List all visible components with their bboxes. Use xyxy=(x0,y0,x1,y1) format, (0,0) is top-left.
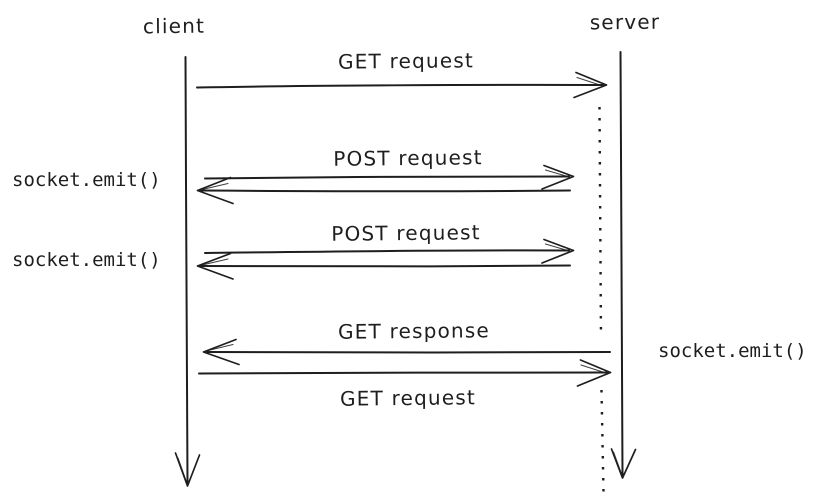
arrow-get-request-top xyxy=(196,71,608,99)
server-wait-dotted-line xyxy=(598,106,605,493)
arrow-get-request-bottom-arrowhead-sketch xyxy=(580,364,609,375)
server-lifeline xyxy=(610,51,637,479)
actor-label-client: client xyxy=(142,13,206,39)
arrow-post-1-return-arrowhead-sketch xyxy=(199,182,229,191)
arrow-post-2-forward-arrowhead-icon xyxy=(541,238,575,264)
annotation-socket-emit-right: socket.emit() xyxy=(658,340,807,362)
message-label-get-request-bottom: GET request xyxy=(339,385,477,411)
arrow-post-2-return-arrowhead-icon xyxy=(196,252,234,280)
message-label-get-request-top: GET request xyxy=(337,48,475,74)
arrow-post-request-1 xyxy=(196,164,575,205)
arrow-get-request-top-arrowhead-sketch xyxy=(576,76,604,87)
annotation-socket-emit-left-2: socket.emit() xyxy=(12,249,161,271)
annotation-socket-emit-left-1: socket.emit() xyxy=(12,169,161,191)
arrow-post-1-forward-line xyxy=(204,175,570,180)
client-lifeline-arrowhead-sketch xyxy=(177,457,188,483)
arrow-post-1-return-line xyxy=(200,189,571,193)
arrow-post-2-forward-arrowhead-sketch xyxy=(544,243,572,253)
arrow-get-request-bottom-arrowhead-icon xyxy=(576,359,612,387)
arrow-post-2-return-arrowhead-sketch xyxy=(199,258,229,267)
actor-label-server: server xyxy=(589,9,661,35)
arrow-post-1-forward-arrowhead-icon xyxy=(541,164,575,190)
arrow-get-request-top-arrowhead-icon xyxy=(573,71,608,99)
dotted-line-top-segment xyxy=(598,106,603,339)
arrow-get-request-bottom-line xyxy=(198,371,608,375)
arrow-get-request-top-line xyxy=(196,83,606,89)
arrow-get-response-arrowhead-sketch xyxy=(205,343,234,352)
message-label-post-request-1: POST request xyxy=(333,145,483,171)
arrow-get-response xyxy=(202,338,611,366)
message-label-get-response: GET response xyxy=(337,318,491,344)
client-lifeline xyxy=(174,56,201,487)
arrow-post-2-return-line xyxy=(200,264,571,268)
client-lifeline-stroke xyxy=(184,56,189,484)
server-lifeline-arrowhead-icon xyxy=(610,448,637,479)
server-lifeline-arrowhead-sketch xyxy=(612,451,623,475)
message-label-post-request-2: POST request xyxy=(331,220,481,246)
server-lifeline-stroke xyxy=(619,51,624,477)
arrow-post-request-2 xyxy=(196,238,575,280)
arrow-post-1-return-arrowhead-icon xyxy=(196,176,234,205)
arrow-get-request-bottom xyxy=(198,359,612,387)
dotted-line-bottom-segment xyxy=(600,389,605,493)
arrow-post-2-forward-line xyxy=(204,249,570,254)
arrow-post-1-forward-arrowhead-sketch xyxy=(544,169,572,179)
